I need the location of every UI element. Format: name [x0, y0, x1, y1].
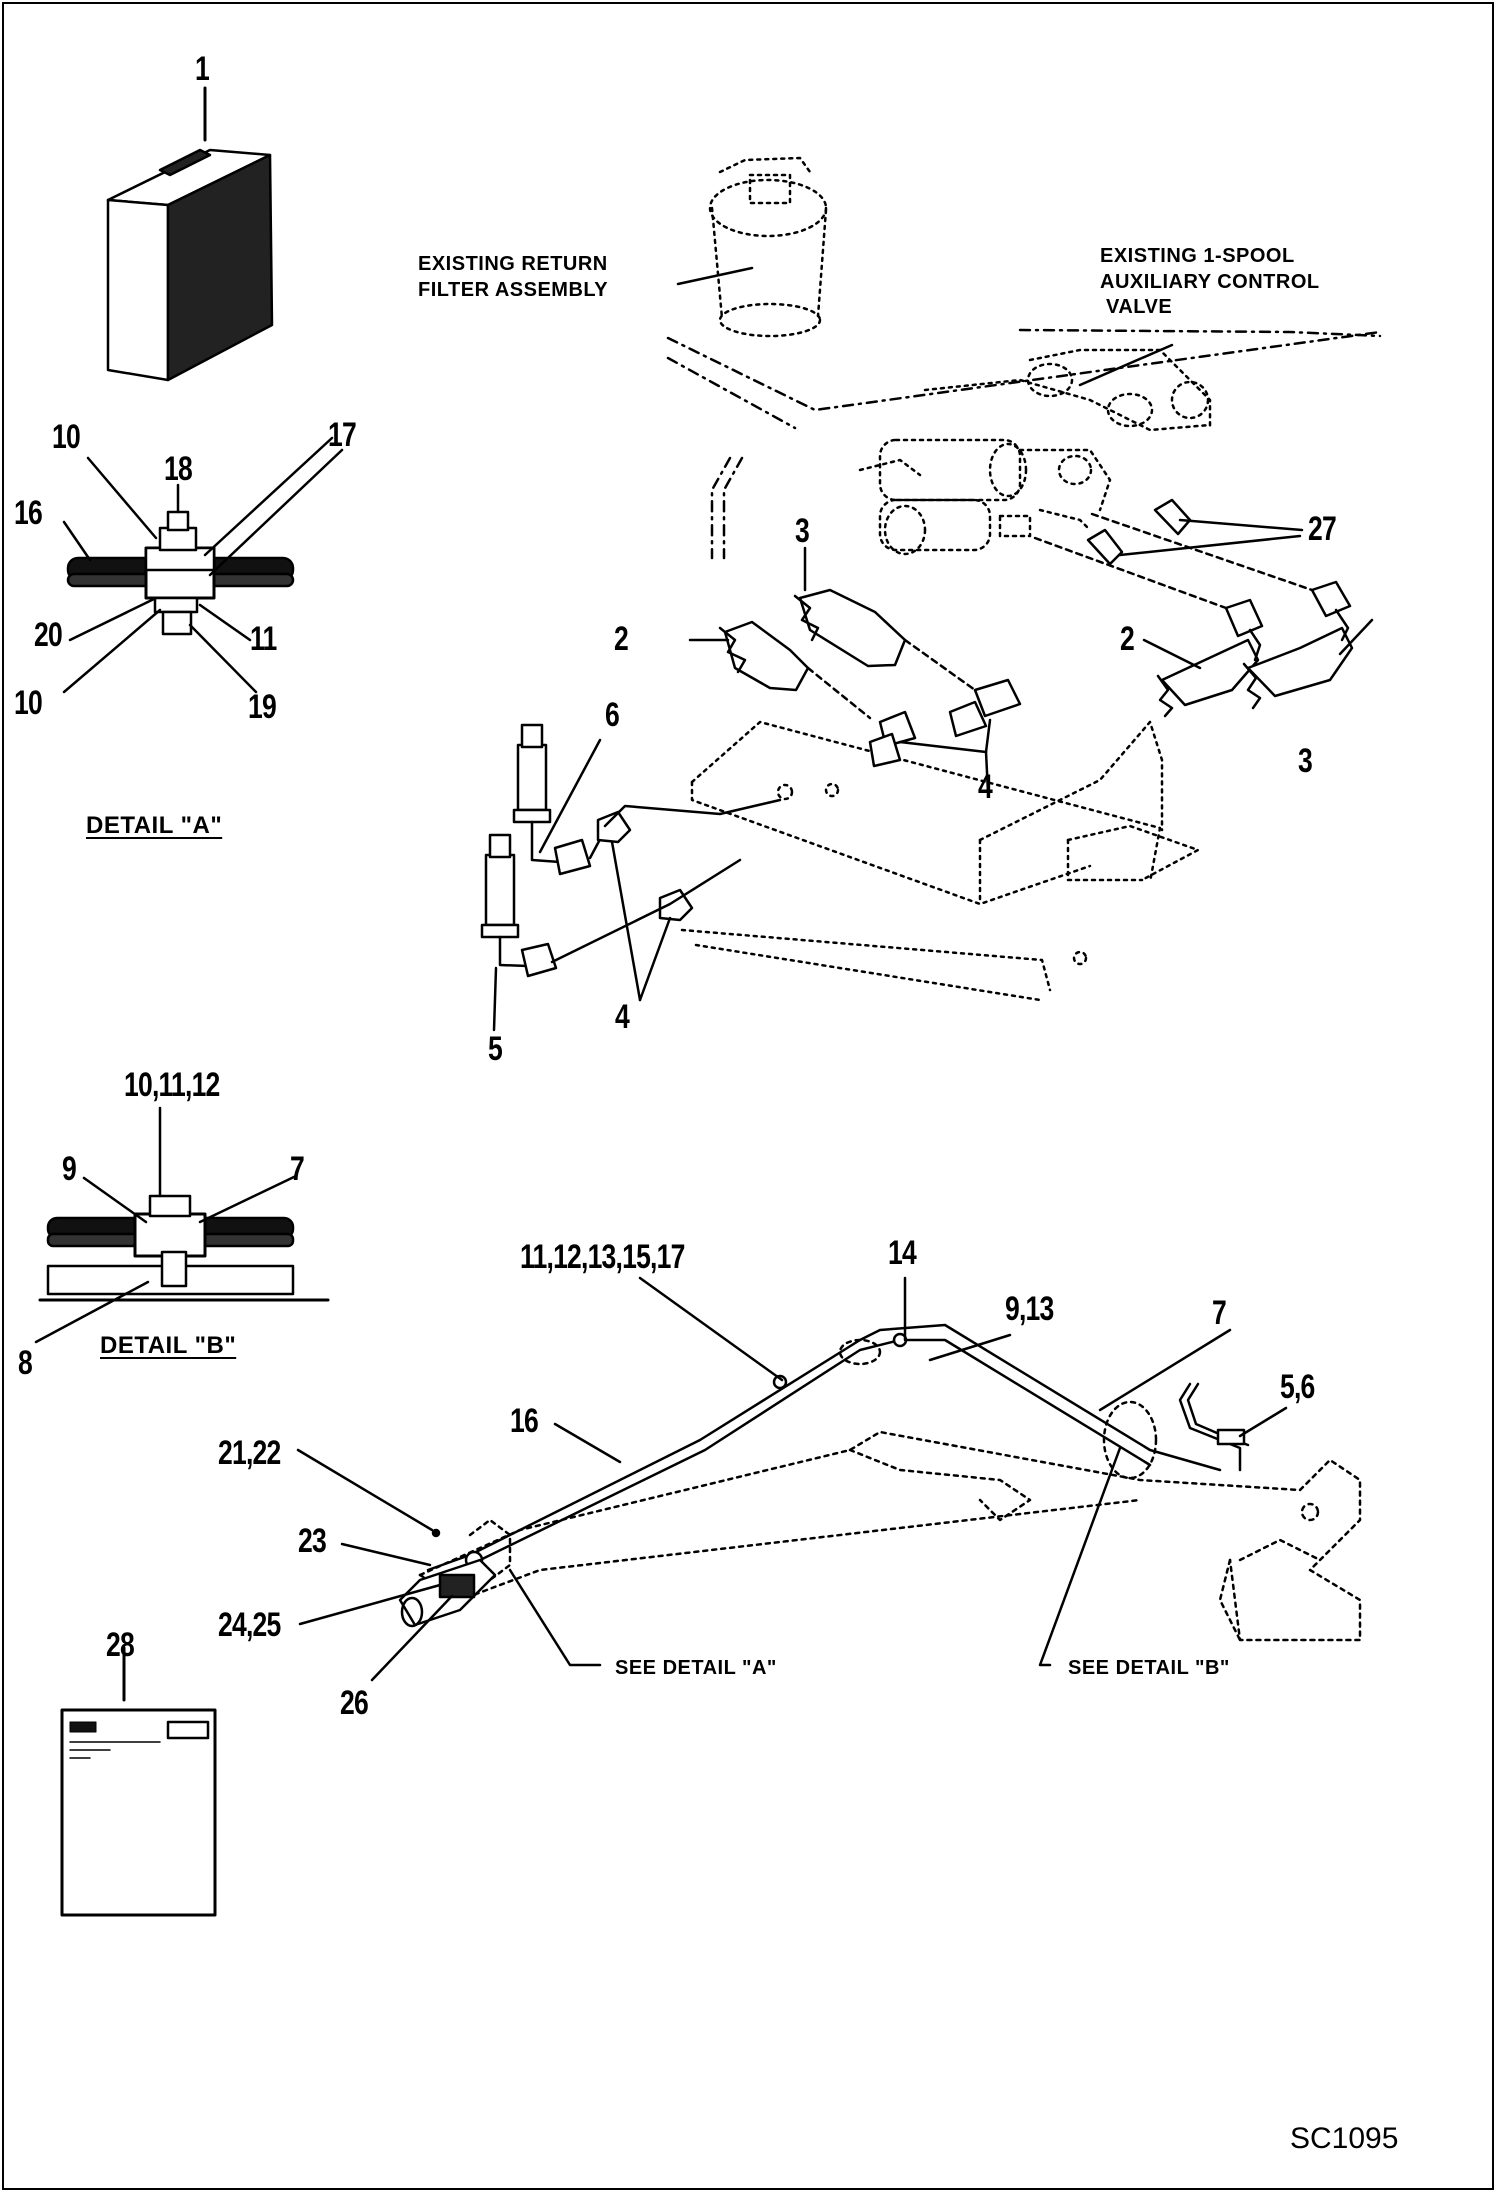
boom-callout-7: 7 — [1212, 1294, 1227, 1332]
note-control-valve-line-1: EXISTING 1-SPOOL — [1100, 245, 1295, 267]
boom-callout-24-25: 24,25 — [218, 1606, 281, 1644]
mounting-plate — [680, 720, 1200, 1002]
boom-structure-dotted — [418, 1338, 1362, 1642]
callout-1: 1 — [195, 50, 210, 88]
callout-4-lower: 4 — [615, 998, 630, 1036]
boom-callout-11-12-13-15-17: 11,12,13,15,17 — [520, 1238, 685, 1276]
detail-a-callout-11: 11 — [250, 620, 277, 658]
coupler-5 — [480, 833, 558, 1032]
coupler-2-right — [1142, 598, 1264, 718]
boom-callout-16: 16 — [510, 1402, 539, 1440]
hose-routing-upper — [806, 638, 977, 720]
boom-callout-9-13: 9,13 — [1005, 1290, 1054, 1328]
note-return-filter-line-1: EXISTING RETURN — [418, 253, 608, 275]
return-filter-assembly — [708, 156, 828, 338]
coupler-3-right — [1242, 580, 1374, 710]
detail-b-callout-9: 9 — [62, 1150, 77, 1188]
detail-a-callout-10-bottom: 10 — [14, 684, 43, 722]
boom-callout-5-6: 5,6 — [1280, 1368, 1315, 1406]
detail-b-callout-7: 7 — [290, 1150, 305, 1188]
detail-a-clamp — [62, 436, 344, 694]
boom-leader-lines — [296, 1276, 1288, 1682]
boom-callout-21-22: 21,22 — [218, 1434, 281, 1472]
callout-3-right: 3 — [1298, 742, 1313, 780]
boom-callout-26: 26 — [340, 1684, 369, 1722]
detail-a-callout-10-top: 10 — [52, 418, 81, 456]
detail-b-clamp — [34, 1106, 330, 1344]
note-control-valve: EXISTING 1-SPOOL AUXILIARY CONTROL VALVE — [1100, 244, 1320, 321]
figure-code: SC1095 — [1290, 2122, 1399, 2155]
callout-5: 5 — [488, 1030, 503, 1068]
note-control-valve-line-2: AUXILIARY CONTROL — [1100, 270, 1320, 293]
boom-callout-23: 23 — [298, 1522, 327, 1560]
detail-b-title: DETAIL "B" — [100, 1332, 237, 1359]
boom-callout-14: 14 — [888, 1234, 917, 1272]
coupler-2-left — [688, 620, 810, 692]
detail-b-callout-10-11-12: 10,11,12 — [124, 1066, 220, 1104]
callout-3-left: 3 — [795, 512, 810, 550]
detail-a-callout-17: 17 — [328, 416, 357, 454]
callout-6: 6 — [605, 696, 620, 734]
detail-a-callout-19: 19 — [248, 688, 277, 726]
fittings-27 — [1086, 498, 1304, 566]
detail-a-callout-16: 16 — [14, 494, 43, 532]
hose-routing-right — [1033, 512, 1314, 610]
coupler-6 — [512, 723, 607, 876]
auxiliary-control-valve — [858, 348, 1212, 556]
detail-a-callout-20: 20 — [34, 616, 63, 654]
machine-frame-rails — [666, 328, 1382, 560]
callout-4-upper: 4 — [978, 768, 993, 806]
note-see-detail-a: SEE DETAIL "A" — [615, 1657, 777, 1679]
detail-a-title: DETAIL "A" — [86, 812, 223, 839]
note-see-detail-b: SEE DETAIL "B" — [1068, 1657, 1230, 1679]
note-return-filter-line-2: FILTER ASSEMBLY — [418, 278, 609, 301]
manual-box-item-1 — [106, 86, 274, 382]
elbow-fittings-4 — [868, 678, 1022, 794]
callout-2-left: 2 — [614, 620, 629, 658]
excavator-boom — [426, 1323, 1222, 1582]
detail-b-callout-8: 8 — [18, 1344, 33, 1382]
boom-hose-end-5-6 — [1178, 1382, 1250, 1472]
sheet-item-28 — [60, 1646, 217, 1917]
boom-bucket-end — [398, 1558, 497, 1628]
callout-27: 27 — [1308, 510, 1337, 548]
callout-28: 28 — [106, 1626, 135, 1664]
note-return-filter: EXISTING RETURN FILTER ASSEMBLY — [418, 252, 608, 303]
note-control-valve-line-3: VALVE — [1106, 296, 1173, 319]
bulkhead-nuts-4 — [550, 798, 782, 1002]
coupler-3-left — [793, 546, 907, 668]
callout-2-right: 2 — [1120, 620, 1135, 658]
detail-a-callout-18: 18 — [164, 450, 193, 488]
